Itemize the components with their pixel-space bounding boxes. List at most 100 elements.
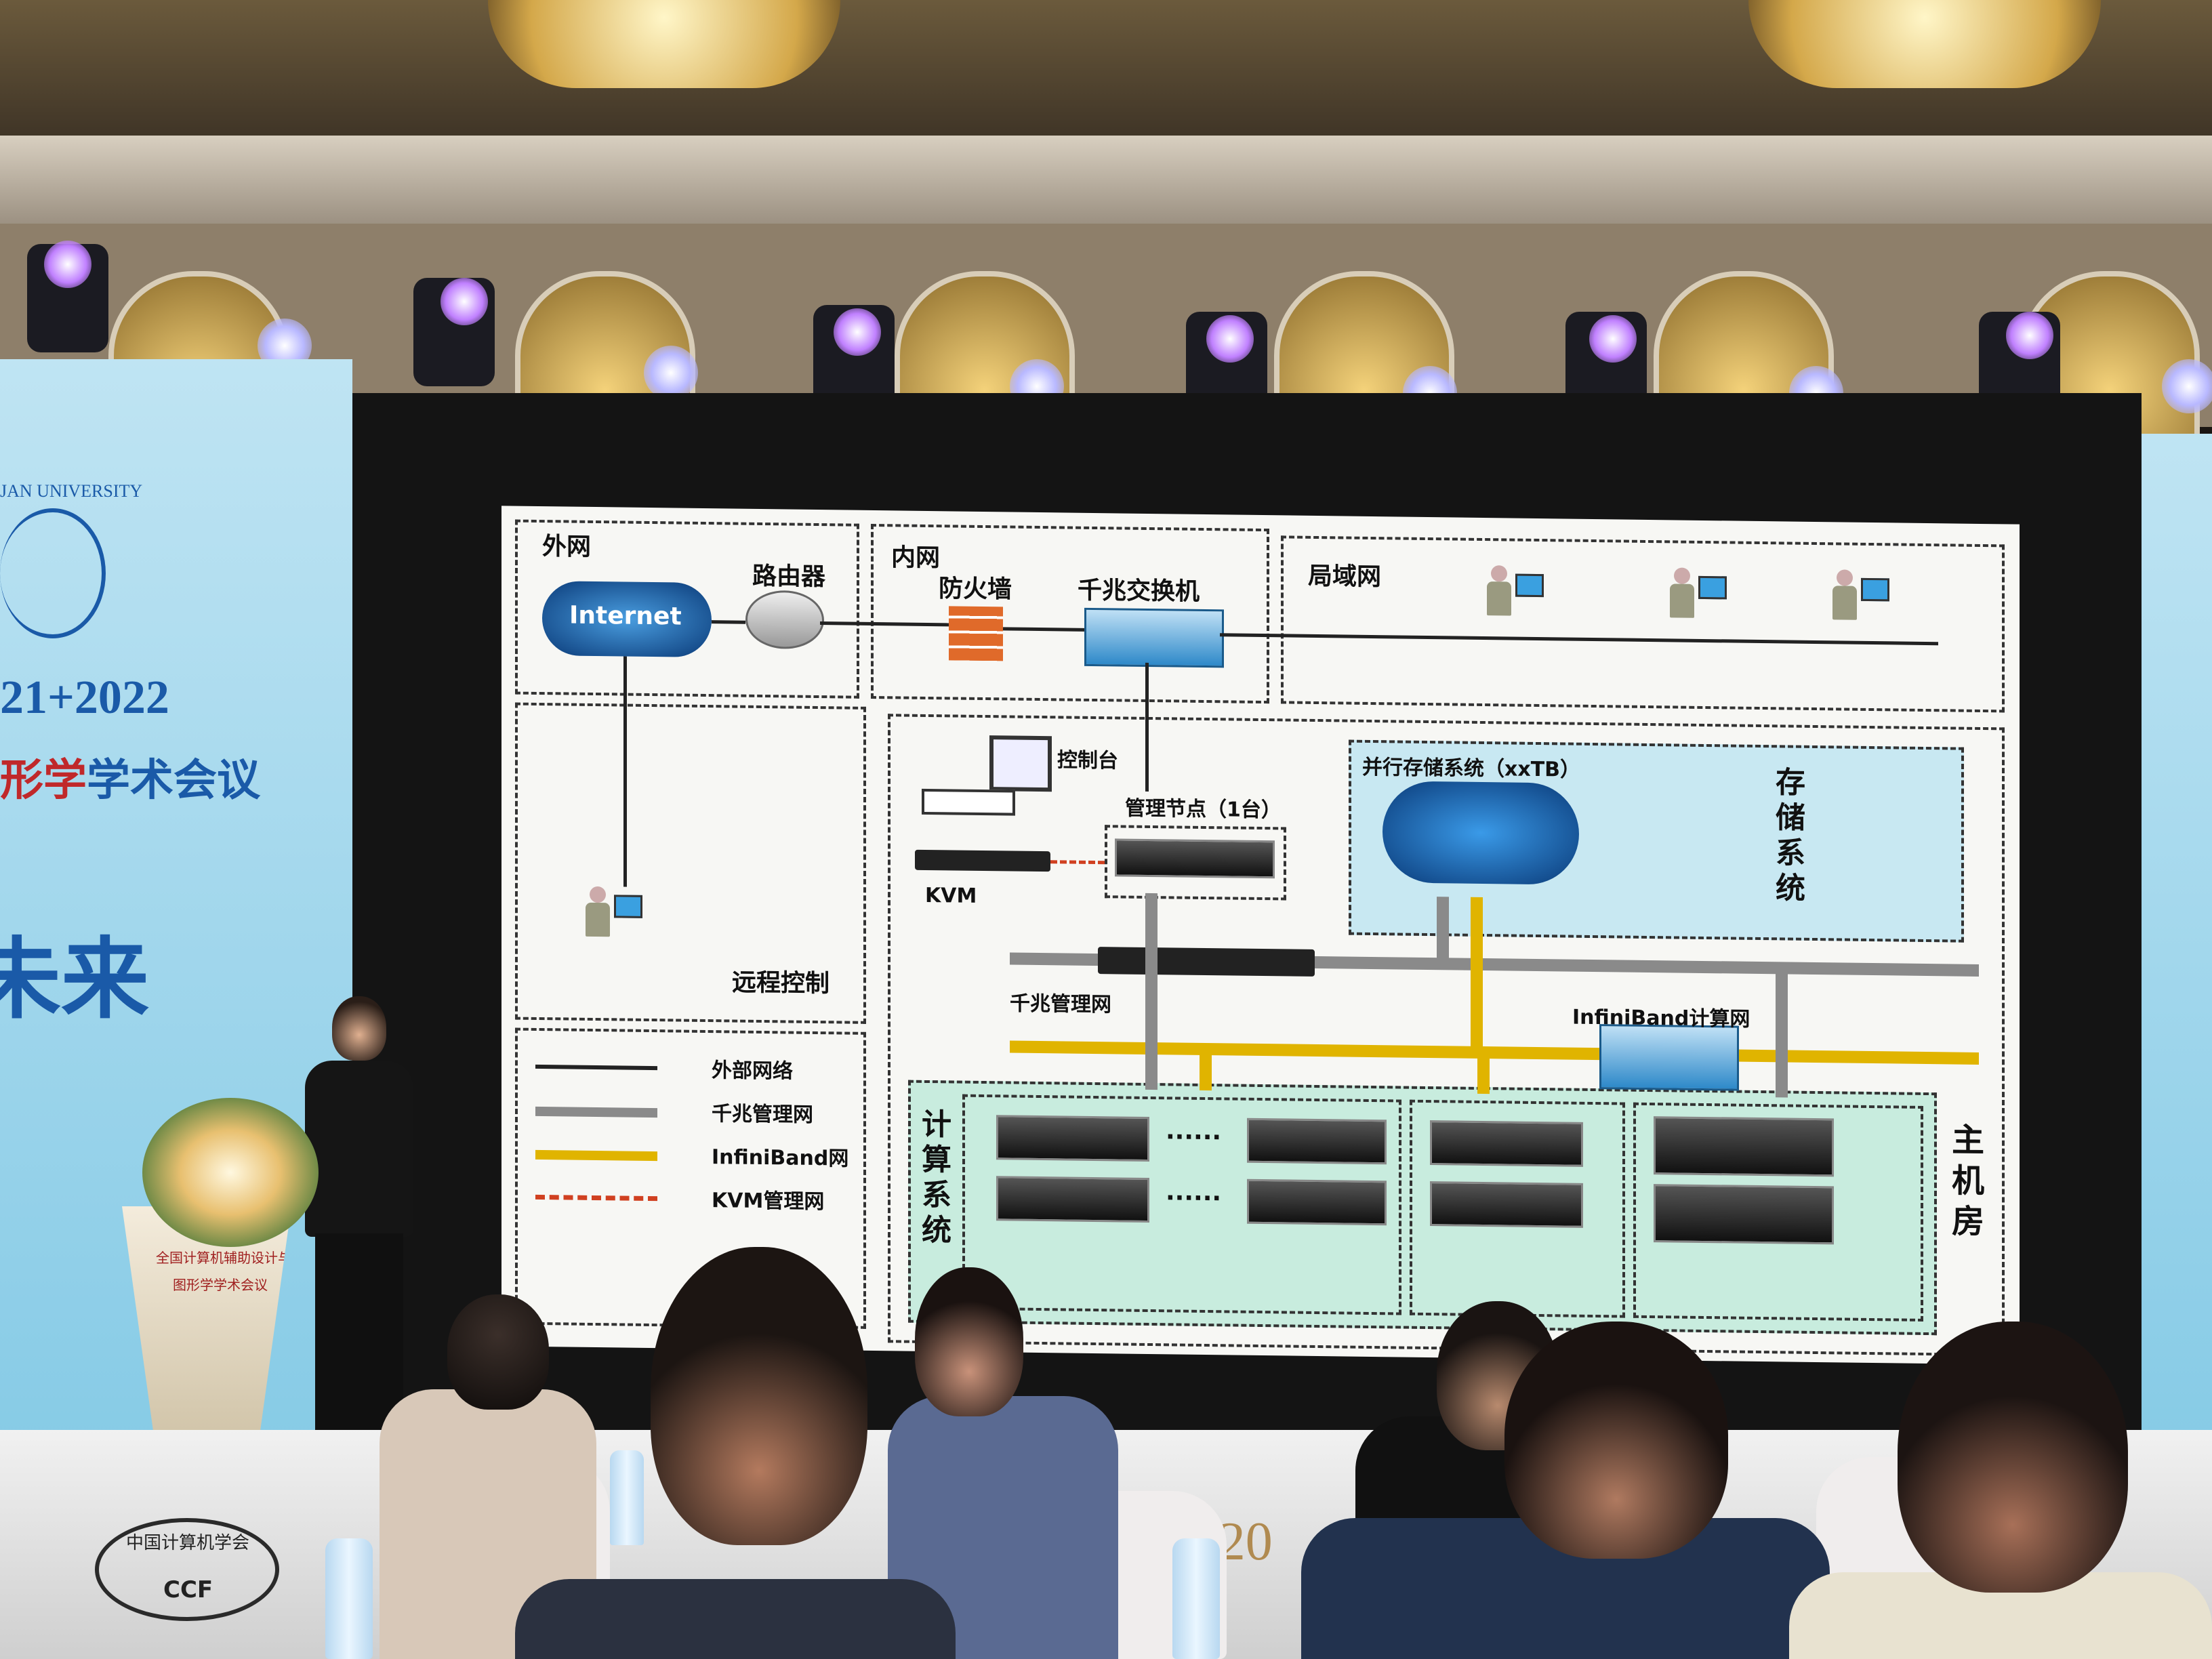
university-seal	[0, 508, 106, 638]
region-lan	[1281, 535, 2005, 713]
purple-light	[441, 278, 488, 325]
storage-cloud-icon	[1382, 781, 1579, 885]
firewall-label: 防火墙	[939, 575, 1012, 604]
server-ellipsis: ......	[1166, 1178, 1222, 1207]
kvm-link	[1050, 860, 1105, 865]
legend-label: KVM管理网	[712, 1189, 825, 1214]
blade-server-icon	[996, 1115, 1149, 1162]
mgmt-server-icon	[1115, 838, 1275, 879]
podium-line2: 图形学学术会议	[173, 1277, 268, 1293]
server-ellipsis: ......	[1166, 1117, 1222, 1146]
legend-label: 外部网络	[712, 1059, 793, 1084]
purple-light	[1589, 315, 1637, 363]
flower-arrangement	[142, 1098, 319, 1247]
legend-swatch-mgmt	[535, 1106, 657, 1118]
compute-ib-drop	[1477, 1052, 1490, 1094]
keyboard-icon	[922, 788, 1015, 816]
parallel-storage-label: 并行存储系统（xxTB）	[1362, 755, 1581, 782]
infiniband-net-label: InfiniBand计算网	[1572, 1005, 1750, 1031]
compute-mgmt-drop	[1776, 968, 1788, 1098]
gigabit-switch-icon	[1084, 607, 1224, 668]
mgmt-node-link	[1145, 662, 1149, 792]
legend: 外部网络 千兆管理网 InfiniBand网 KVM管理网	[529, 1048, 854, 1226]
kvm-label: KVM	[925, 883, 977, 908]
purple-light	[834, 308, 881, 356]
white-spotlight	[644, 346, 698, 400]
lan-user-icon	[1484, 565, 1545, 627]
right-banner	[2142, 434, 2212, 1437]
label-external: 外网	[542, 533, 592, 561]
conference-subtitle: 形学学术会议	[0, 745, 260, 808]
lan-user-icon	[1667, 567, 1728, 629]
speaker	[298, 996, 420, 1457]
legend-item: 千兆管理网	[529, 1092, 854, 1139]
console-label: 控制台	[1057, 748, 1118, 773]
legend-swatch-infiniband	[535, 1149, 657, 1162]
purple-light	[2006, 312, 2053, 359]
purple-light	[1206, 315, 1254, 363]
water-bottle	[1172, 1538, 1220, 1659]
legend-item: 外部网络	[529, 1048, 854, 1096]
audience-body	[515, 1579, 956, 1659]
label-internal: 内网	[891, 544, 941, 573]
infiniband-switch-icon	[1599, 1024, 1739, 1091]
label-remote: 远程控制	[732, 968, 830, 998]
gigabit-mgmt-net-label: 千兆管理网	[1010, 991, 1111, 1017]
chandelier-left	[488, 0, 840, 88]
compute-system-label: 计算系统	[922, 1107, 951, 1248]
ceiling-cornice	[0, 136, 2212, 224]
podium-line1: 全国计算机辅助设计与	[156, 1250, 291, 1266]
gigabit-switch-label: 千兆交换机	[1078, 576, 1200, 606]
conference-year: 21+2022	[0, 672, 169, 724]
kvm-icon	[915, 849, 1050, 872]
legend-label: InfiniBand网	[712, 1145, 849, 1171]
ccf-logo-abbr: CCF	[163, 1576, 213, 1603]
console-monitor-icon	[989, 735, 1052, 792]
rack-server-icon	[1654, 1116, 1834, 1177]
compute-mgmt-drop	[1145, 893, 1158, 1090]
banner-big-text: 未来	[0, 928, 150, 1031]
external-link	[712, 620, 745, 624]
legend-item: KVM管理网	[529, 1179, 854, 1226]
storage-mgmt-drop	[1437, 897, 1449, 965]
presentation-slide: 外网 内网 局域网 远程控制 Internet 路由器 防火墙 千兆交换机 控制…	[501, 506, 2020, 1365]
blade-server-icon	[996, 1176, 1149, 1223]
label-lan: 局域网	[1308, 562, 1382, 592]
remote-link	[623, 656, 627, 887]
audience-head	[915, 1267, 1023, 1416]
router-label: 路由器	[752, 562, 826, 592]
ccf-logo: 中国计算机学会 CCF	[95, 1518, 279, 1621]
blade-server-icon	[1430, 1181, 1583, 1228]
rack-server-icon	[1654, 1184, 1834, 1245]
subtitle-blue: 学术会议	[87, 755, 260, 806]
audience-head	[1898, 1322, 2128, 1593]
water-bottle	[610, 1450, 644, 1545]
compute-ib-drop	[1200, 1049, 1212, 1091]
blade-server-icon	[1247, 1118, 1387, 1165]
router-icon	[745, 590, 824, 650]
remote-user-icon	[583, 886, 644, 948]
mgmt-switch-icon	[1098, 947, 1315, 977]
purple-light	[44, 241, 91, 288]
mgmt-node-label: 管理节点（1台）	[1125, 796, 1282, 823]
water-bottle	[325, 1538, 373, 1659]
legend-label: 千兆管理网	[712, 1102, 813, 1127]
blade-server-icon	[1247, 1179, 1387, 1226]
university-arc-text: JAN UNIVERSITY	[0, 481, 143, 501]
legend-swatch-external	[535, 1064, 657, 1071]
legend-swatch-kvm	[535, 1194, 657, 1202]
machine-room-label: 主机房	[1952, 1121, 1985, 1242]
white-spotlight	[2162, 359, 2212, 413]
audience-head	[1504, 1322, 1728, 1559]
internet-label: Internet	[569, 601, 682, 631]
storage-ib-drop	[1471, 897, 1483, 1054]
audience-head	[447, 1294, 549, 1410]
blade-server-icon	[1430, 1120, 1583, 1167]
chandelier-right	[1748, 0, 2101, 88]
firewall-icon	[949, 606, 1003, 661]
audience-head	[651, 1247, 867, 1545]
ccf-logo-text: 中国计算机学会	[126, 1533, 250, 1553]
lan-user-icon	[1830, 569, 1891, 631]
subtitle-red: 形学	[0, 755, 87, 806]
legend-item: InfiniBand网	[529, 1135, 854, 1183]
